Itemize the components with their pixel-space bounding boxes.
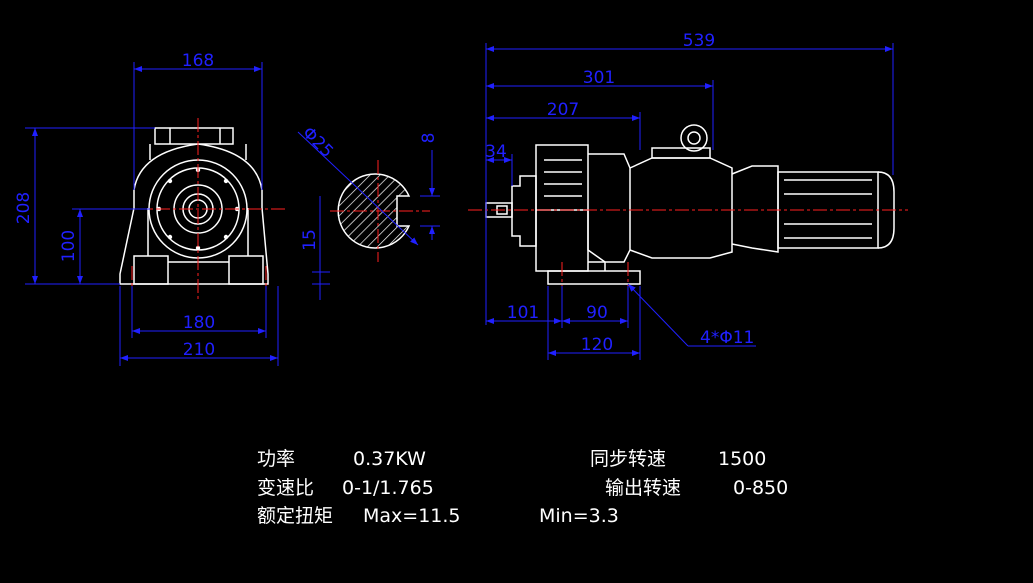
dim-key-width: 8	[419, 133, 439, 144]
dim-length-to-body: 207	[547, 100, 579, 120]
dim-front-width-top: 168	[182, 51, 214, 71]
dim-foot-hole-spacing: 90	[586, 303, 608, 323]
dim-shaft-diameter: Φ25	[298, 123, 337, 162]
dim-length-to-motor: 301	[583, 68, 615, 88]
side-base-foot	[547, 270, 641, 285]
front-foot-left	[133, 255, 169, 285]
side-lifting-eye	[680, 124, 708, 152]
dim-base-width: 210	[183, 340, 215, 360]
dim-foot-offset: 101	[507, 303, 539, 323]
dim-foot-spacing: 180	[183, 313, 215, 333]
dim-foot-length: 120	[581, 335, 613, 355]
dim-front-height: 208	[14, 192, 34, 224]
side-motor	[731, 165, 779, 253]
front-view: 168 208 100 180 210	[14, 51, 285, 366]
side-dimension-lines	[485, 43, 894, 360]
side-centerlines	[468, 209, 908, 296]
side-view: 539 301 207 34 101 90 120 4*Φ11	[468, 31, 908, 360]
front-centerlines	[110, 118, 285, 302]
dim-shaft-extension: 34	[485, 142, 507, 162]
front-housing	[119, 143, 269, 285]
dim-key-depth: 15	[300, 229, 320, 251]
shaft-section-hatched	[337, 173, 411, 249]
front-foot-right	[228, 255, 264, 285]
front-top-lug	[154, 127, 234, 145]
shaft-section: Φ25 8 15	[297, 123, 440, 300]
side-flange	[511, 175, 537, 247]
side-reducer-body	[535, 144, 589, 272]
dim-mount-holes: 4*Φ11	[700, 328, 754, 348]
dim-overall-length: 539	[683, 31, 715, 51]
side-variator	[588, 153, 631, 263]
front-dimension-lines	[25, 62, 279, 366]
dim-center-height: 100	[59, 230, 79, 262]
